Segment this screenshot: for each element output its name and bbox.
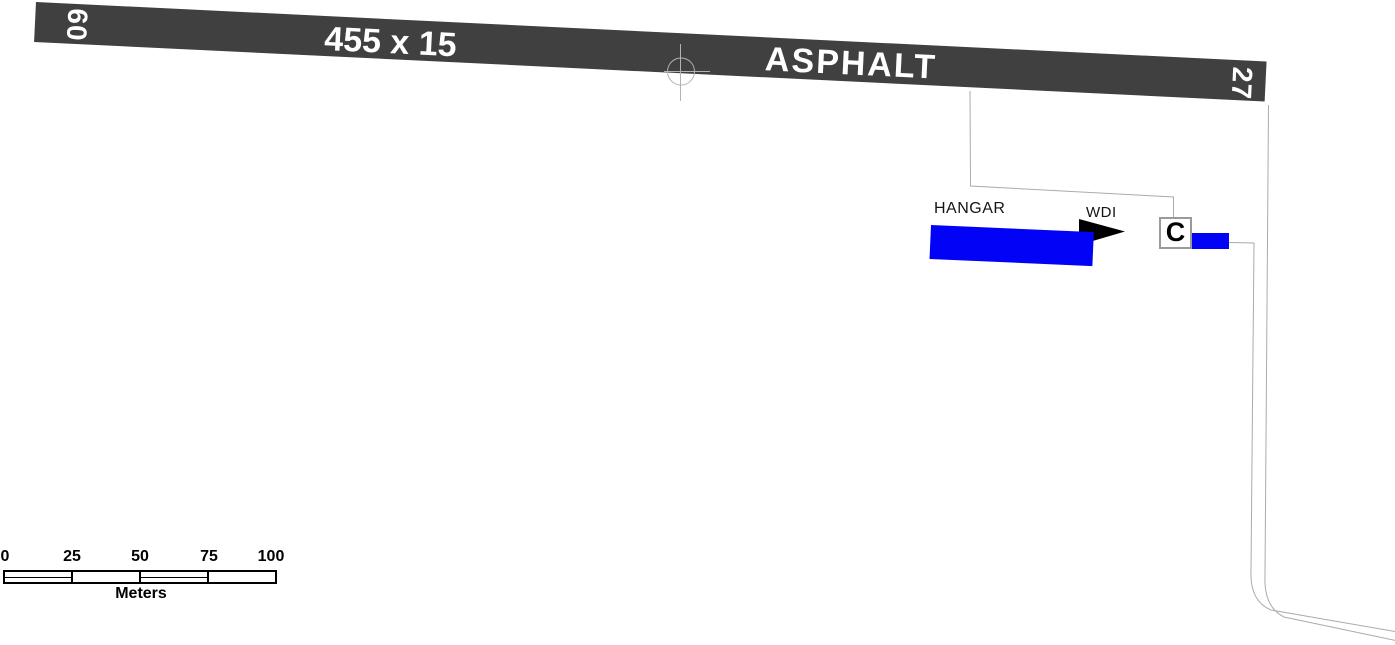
scale-unit-label: Meters: [115, 585, 167, 602]
scale-bar: 0 25 50 75 100 Meters: [0, 549, 300, 605]
scale-tick-50: 50: [131, 548, 149, 565]
hangar-building: [929, 225, 1094, 267]
wdi-label: WDI: [1086, 204, 1117, 221]
road-inner-line: [1228, 242, 1395, 632]
scale-segment-3: [139, 572, 207, 582]
scale-segment-1: [5, 572, 71, 582]
apron-boundary-line: [969, 90, 1174, 218]
road-outer-line: [1264, 104, 1395, 641]
scale-segment-4: [207, 572, 275, 582]
scale-tick-100: 100: [257, 548, 285, 565]
hangar-label: HANGAR: [934, 200, 1006, 217]
compass-c-label: C: [1165, 216, 1186, 247]
windsock-building: [1191, 233, 1229, 249]
scale-bar-track: [3, 570, 277, 584]
scale-tick-25: 25: [63, 548, 81, 565]
airport-reference-point-icon: [664, 44, 710, 101]
scale-segment-2: [71, 572, 139, 582]
compass-c-marker: C: [1159, 217, 1192, 249]
scale-tick-75: 75: [200, 548, 218, 565]
scale-tick-0: 0: [0, 548, 10, 565]
